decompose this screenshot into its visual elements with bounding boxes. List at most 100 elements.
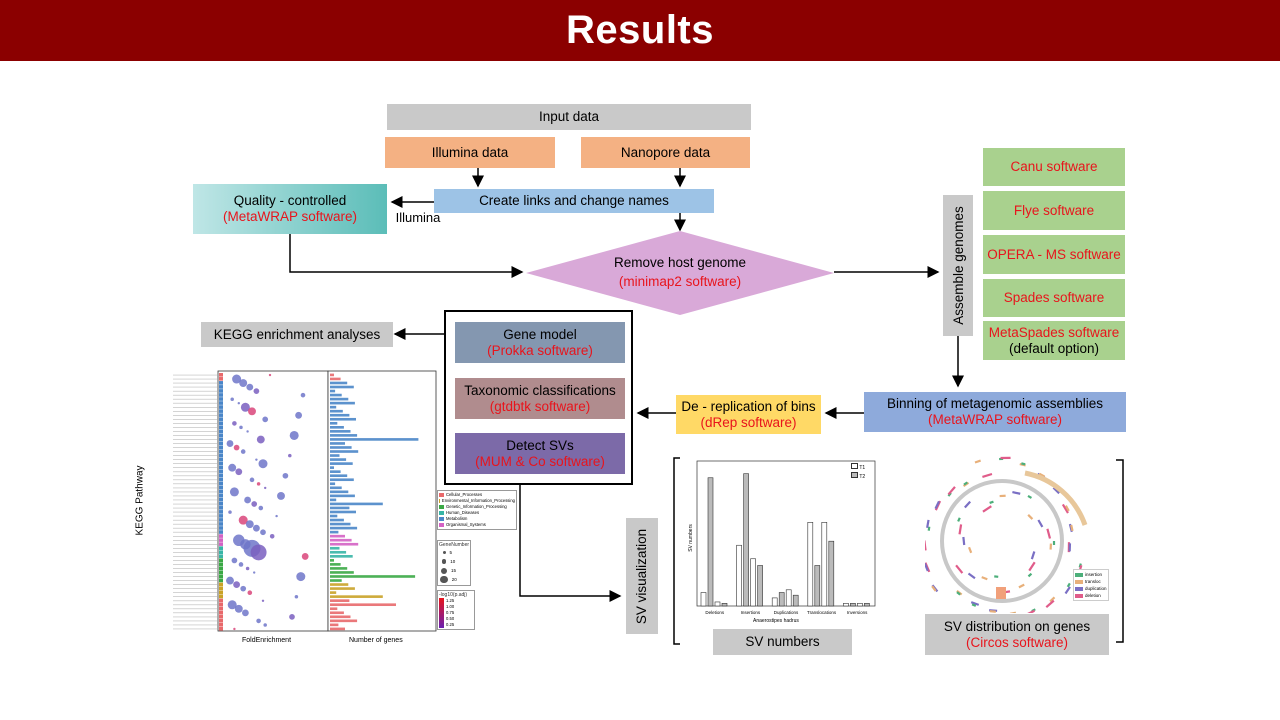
kegg-category-strip [219, 514, 223, 518]
kegg-enrichment-dot [247, 590, 253, 596]
kegg-category-swatch [439, 493, 444, 497]
kegg-gene-bar [330, 518, 344, 522]
kegg-gene-bar [330, 514, 338, 518]
sv-bar [821, 522, 828, 607]
kegg-category-strip [219, 477, 223, 482]
kegg-gene-bar [330, 458, 347, 461]
sv-numbers-label: SV numbers [745, 634, 820, 649]
kegg-category-strip [219, 586, 223, 591]
sv-numbers-svg [696, 460, 876, 607]
kegg-category-strip [219, 534, 223, 538]
kegg-category-strip [219, 578, 223, 583]
circos-sv-mark [1064, 586, 1071, 595]
kegg-category-strip [219, 481, 223, 486]
sv-bar [714, 601, 721, 607]
kegg-category-strip [219, 530, 223, 534]
kegg-enrichment-dot [227, 600, 237, 610]
circos-sv-mark [923, 563, 929, 572]
circos-highlight-block [996, 587, 1006, 599]
detect-svs-box: Detect SVs (MUM & Co software) [455, 433, 625, 474]
kegg-size-legend-item: 20 [439, 575, 469, 584]
kegg-category-strip [219, 602, 223, 607]
kegg-gene-bar [330, 506, 350, 510]
sv-bar [743, 473, 749, 607]
kegg-enrichment-dot [253, 388, 260, 394]
kegg-enrichment-dot [232, 374, 242, 384]
assembler-name: Spades software [1003, 290, 1105, 305]
kegg-gene-bar [330, 405, 337, 409]
kegg-enrichment-dot [251, 501, 258, 507]
kegg-enrichment-dot [269, 533, 275, 539]
circos-sv-mark [971, 603, 977, 607]
circos-ring [940, 479, 1064, 603]
kegg-category-strip [219, 453, 223, 458]
circos-sv-mark [1049, 596, 1056, 603]
kegg-enrichment-box: KEGG enrichment analyses [201, 322, 393, 347]
kegg-enrichment-dot [296, 572, 306, 582]
circos-sv-mark [947, 486, 956, 496]
circos-sv-mark [1037, 519, 1044, 528]
kegg-category-strip [219, 526, 223, 530]
illumina-data-box: Illumina data [385, 137, 555, 168]
kegg-bar-panel [327, 370, 437, 632]
illumina-data-label: Illumina data [431, 144, 509, 160]
kegg-enrichment-dot [258, 459, 268, 469]
circos-sv-mark [1025, 609, 1036, 617]
kegg-gene-bar [330, 381, 348, 385]
kegg-enrichment-dot [233, 627, 236, 631]
circos-sv-mark [1066, 582, 1071, 588]
kegg-gene-bar [330, 462, 353, 465]
kegg-category-name: Metabolism [446, 516, 468, 521]
header-banner: Results [0, 0, 1280, 61]
circos-sv-mark [989, 500, 994, 505]
kegg-plot-svg [173, 370, 437, 632]
kegg-gene-bar [330, 446, 352, 449]
sv-category-label: Deletions [705, 610, 725, 615]
illumina-edge-label: Illumina [392, 210, 444, 226]
kegg-gene-bar [330, 393, 342, 397]
kegg-enrichment-dot [238, 515, 248, 525]
circos-svg [921, 456, 1088, 617]
circos-legend-name: deletion [1085, 593, 1101, 598]
kegg-gene-bar [330, 421, 338, 425]
kegg-category-strip [219, 393, 223, 397]
kegg-enrichment-dot [294, 594, 299, 599]
kegg-gene-bar [330, 591, 337, 594]
kegg-gene-bar [330, 482, 336, 486]
kegg-category-legend-item: Metabolism [439, 516, 515, 522]
arrow-quality-to-remove-host [289, 234, 524, 278]
sv-bar [843, 603, 849, 607]
kegg-category-strip [219, 373, 223, 377]
kegg-gene-bar [330, 579, 342, 582]
circos-legend-item: duplication [1075, 585, 1107, 592]
kegg-plot: KEGG Pathway FoldEnrichment Number of ge… [125, 365, 517, 650]
kegg-enrichment-dot [234, 604, 243, 613]
kegg-category-strip [219, 614, 223, 619]
taxonomic-software: (gtdbtk software) [489, 398, 591, 414]
dereplication-box: De - replication of bins (dRep software) [676, 395, 821, 434]
arrow-analysis-to-sv-visualization [519, 484, 622, 602]
kegg-category-strip [219, 546, 223, 550]
kegg-enrichment-dot [250, 544, 267, 561]
kegg-enrichment-dot [256, 618, 261, 624]
kegg-category-strip [219, 582, 223, 587]
sv-bar [785, 589, 792, 607]
circos-sv-mark [962, 536, 966, 546]
kegg-xlabel-right: Number of genes [349, 637, 403, 644]
kegg-category-strip [219, 542, 223, 546]
analysis-group-frame [444, 310, 633, 485]
kegg-gene-bar [330, 470, 341, 473]
kegg-category-strip [219, 574, 223, 579]
sv-bar [778, 592, 785, 607]
sv-bar [850, 603, 856, 607]
kegg-category-strip [219, 441, 223, 446]
sv-category-label: Insertions [740, 610, 761, 615]
sv-xlabel: Anaerostipes hadrus [753, 618, 799, 624]
kegg-size-legend-value: 20 [451, 577, 457, 582]
kegg-enrichment-dot [277, 492, 285, 500]
circos-legend-swatch [1075, 579, 1083, 584]
